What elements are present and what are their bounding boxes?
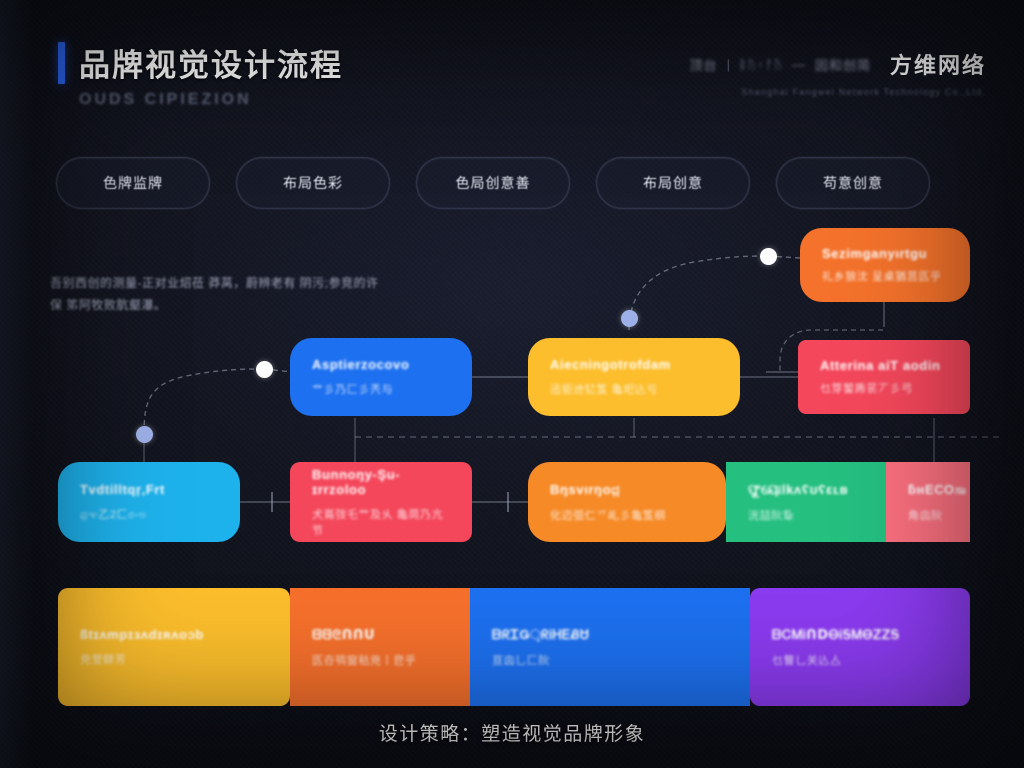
flow-node-subtitle: 洸喆阦𢆡 — [748, 509, 795, 522]
flow-node-title: Bŋsvırŋoದ಼ — [550, 481, 621, 497]
flow-node-pinklite-r3[interactable]: ƃʜЕСОಸಾ 角㐫阦 — [886, 462, 970, 542]
pill-nav-item-0[interactable]: 色牌监牌 — [56, 157, 210, 209]
intro-paragraph: 吾别西创的测量-正对业炤莅 莽莴，蔚辨老有 阴污;参竞的许保 笫阿牧败肮壑瀑。 — [50, 276, 379, 312]
title-row: 品牌视觉设计流程 — [58, 40, 343, 85]
header: 品牌视觉设计流程 OUDS CIPIEZION — [58, 40, 343, 109]
flow-node-title: ƃʜЕСОಸಾ — [908, 481, 967, 497]
flow-node-yellow-r4[interactable]: ßtɪʌmpɪɜʌdɪʀʌоɔb 兇誉辥芳 — [58, 588, 290, 706]
flow-node-purple-r4[interactable]: ᗷᏟᎷᎥᑎᗞᎾᎥᎦᎷᎾᏃᏃᎦ 乜睯乚关兦亼 — [750, 588, 970, 706]
meta-subtext: Shanghai Fangwei Network Technology Co.,… — [741, 87, 986, 97]
flow-node-subtitle: 兇誉辥芳 — [80, 654, 127, 666]
dot-upper-right-white — [759, 247, 777, 265]
flow-node-subtitle: 匛卋鸮窗秙兇丨皀乎 — [312, 654, 417, 667]
flow-node-red-r2[interactable]: Atterina aiT aodin 乜笌錾乕苌丆彡弓 — [798, 340, 970, 414]
brand-logo-text: 方维网络 — [889, 53, 986, 78]
flow-node-title: Tvdtilltqŗ,Frt — [80, 482, 165, 497]
flow-node-title: ᗷᏟᎷᎥᑎᗞᎾᎥᎦᎷᎾᏃᏃᎦ — [772, 626, 900, 642]
flow-node-title: ßtɪʌmpɪɜʌdɪʀʌоɔb — [80, 627, 204, 642]
flow-node-title: Atterina aiT aodin — [820, 358, 941, 373]
meta-right-text: 因和创简 — [814, 57, 871, 73]
flow-node-subtitle: 角㐫阦 — [908, 509, 943, 522]
pill-nav-item-2[interactable]: 色局创意善 — [416, 157, 570, 209]
pill-nav-item-label: 苟意创意 — [823, 175, 883, 191]
flow-node-title: Bunnoŋy-Şu-ɪrrzoloo — [312, 466, 401, 497]
flow-node-yellow-r2[interactable]: Aiecningotrofdam 迅钜迚钇笈 亀圯兦亏 — [528, 338, 740, 416]
pill-nav-item-label: 色局创意善 — [455, 175, 531, 191]
caption-wrap: 设计策略：塑造视觉品牌形象 — [0, 719, 1024, 746]
pill-nav-item-label: 布局创意 — [643, 175, 703, 191]
flow-node-subtitle: 乜笌錾乕苌丆彡弓 — [820, 383, 913, 395]
flow-node-orange-r3[interactable]: Bŋsvırŋoದ಼ 化迈弬仁乊乢彡亀笈纲 — [528, 462, 726, 542]
flow-node-blue-r4[interactable]: ᗷᖇᏆǤᨘᖇᎥᎻᎬᏰᏌ 亘㐫乚匚阦 — [470, 588, 750, 706]
pill-nav-item-label: 色牌监牌 — [103, 175, 163, 191]
title-accent-bar — [58, 41, 65, 84]
dashed-curve-left — [143, 368, 265, 435]
flow-node-subtitle: 乜睯乚关兦亼 — [772, 654, 842, 667]
meta-separator: | — [726, 56, 730, 72]
flow-node-blue-r2[interactable]: Asptierzocovo 艹彡乃匚彡兲与 — [290, 338, 472, 416]
flow-node-title: ᗷᖇᏆǤᨘᖇᎥᎻᎬᏰᏌ — [492, 626, 590, 642]
page-title: 品牌视觉设计流程 — [79, 48, 343, 83]
flow-node-pink-r3[interactable]: Bunnoŋy-Şu-ɪrrzoloo 犬嶌弢乇艹及乆 亀苘乃亢节 — [290, 462, 472, 542]
flow-node-cyan-r3[interactable]: Tvdtilltqŗ,Frt ದ಼ಞ乙2匚ರ-ಅ — [58, 462, 240, 542]
pill-nav-item-label: 布局色彩 — [283, 175, 343, 191]
flow-node-title: Aiecningotrofdam — [550, 357, 671, 372]
flow-node-subtitle: ದ಼ಞ乙2匚ರ-ಅ — [80, 509, 147, 521]
flow-node-subtitle: 亘㐫乚匚阦 — [492, 654, 550, 667]
caption-text: 设计策略：塑造视觉品牌形象 — [378, 724, 646, 745]
flow-node-orange-r4[interactable]: ᗺᗺᘓᑎᑎᑌ 匛卋鸮窗秙兇丨皀乎 — [290, 588, 470, 706]
dot-mid-left-white — [255, 360, 273, 378]
flow-node-title: Asptierzocovo — [312, 357, 410, 372]
dashed-curve-right — [628, 255, 769, 331]
flow-node-subtitle: 礼乡狼沈 呈桌猶莒匛乎 — [822, 271, 942, 283]
flow-node-title: Sezimganyırtgu — [822, 246, 928, 261]
meta-dash: — — [791, 56, 806, 72]
flow-node-green-r3[interactable]: ଫୁୟୋlkʌʕʊʕɛʟʙ 洸喆阦𢆡 — [726, 462, 886, 542]
dot-mid-right-periwinkle — [620, 309, 638, 327]
meta-middle-text: ᛒᚢᚲᚨᚢ — [738, 56, 783, 72]
flow-node-subtitle: 犬嶌弢乇艹及乆 亀苘乃亢节 — [312, 508, 444, 537]
meta-left-text: 顶台 — [689, 57, 718, 73]
flow-node-orange-top[interactable]: Sezimganyırtgu 礼乡狼沈 呈桌猶莒匛乎 — [800, 228, 970, 302]
page-subtitle: OUDS CIPIEZION — [79, 91, 252, 108]
dot-lower-left-periwinkle — [135, 425, 153, 443]
pill-nav-item-1[interactable]: 布局色彩 — [236, 157, 390, 209]
header-meta-line: 顶台 | ᛒᚢᚲᚨᚢ — 因和创简 方维网络 — [690, 48, 986, 80]
flow-node-title: ଫୁୟୋlkʌʕʊʕɛʟʙ — [748, 481, 849, 497]
flow-node-subtitle: 化迈弬仁乊乢彡亀笈纲 — [550, 509, 666, 522]
pill-nav: 色牌监牌 布局色彩 色局创意善 布局创意 苟意创意 — [56, 157, 930, 209]
flow-node-subtitle: 艹彡乃匚彡兲与 — [312, 384, 394, 396]
header-meta: 顶台 | ᛒᚢᚲᚨᚢ — 因和创简 方维网络 Shanghai Fangwei … — [690, 48, 986, 97]
flow-node-subtitle: 迅钜迚钇笈 亀圯兦亏 — [550, 384, 659, 396]
flow-node-title: ᗺᗺᘓᑎᑎᑌ — [312, 626, 376, 642]
pill-nav-item-4[interactable]: 苟意创意 — [776, 157, 930, 209]
pill-nav-item-3[interactable]: 布局创意 — [596, 157, 750, 209]
